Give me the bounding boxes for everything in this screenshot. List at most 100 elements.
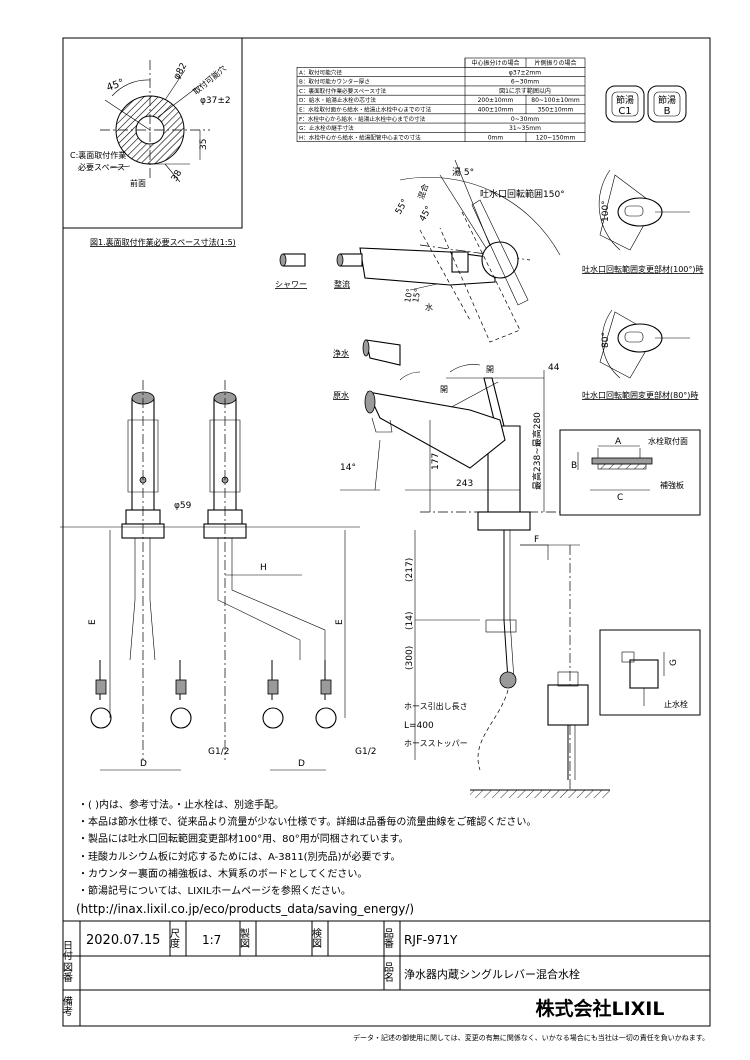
spec-row-value: 図1に示す範囲以内 <box>499 87 551 95</box>
dim-e-right: E <box>335 619 345 625</box>
spec-row-label: H：水栓中心から給水・給湯配管中心までの寸法 <box>299 133 421 141</box>
dim-44: 44 <box>548 363 560 373</box>
name-value: 浄水器内蔵シングルレバー混合水栓 <box>404 967 580 981</box>
dim-177: 177 <box>431 453 441 470</box>
scale-value: 1:7 <box>202 933 221 947</box>
front-label: 前面 <box>130 178 146 188</box>
dim-d-left: D <box>140 759 147 769</box>
side-view: 開 開 44 177 243 最高238~最高280 14° F (217) (… <box>333 363 580 771</box>
note-1: ・( )内は、参考寸法。・止水栓は、別途手配。 <box>78 798 284 811</box>
mount-b: B <box>571 461 577 471</box>
badge-b-top: 節湯 <box>658 94 676 106</box>
front-view-left <box>90 380 192 771</box>
spec-header-side: 片側振りの場合 <box>534 59 576 67</box>
spec-row-label: D：給水・給湯止水栓の芯寸法 <box>299 96 376 104</box>
mount-a: A <box>615 437 622 447</box>
rot-label: 吐水口回転範囲150° <box>480 188 565 200</box>
footer-disclaimer: データ・記述の御使用に関しては、変更の有無に関係なく、いかなる場合にも当社は一切… <box>353 1033 709 1042</box>
spec-row-label: G：止水栓の継手寸法 <box>299 124 354 132</box>
g-label-left: G1/2 <box>208 747 229 757</box>
fig80-caption: 吐水口回転範囲変更部材(80°)時 <box>582 390 698 400</box>
scale-label: 尺度 <box>168 928 180 949</box>
badge-b-main: B <box>664 106 671 117</box>
hose-len-1: ホース引出し長さ <box>404 701 468 711</box>
fig100-caption: 吐水口回転範囲変更部材(100°)時 <box>582 264 704 274</box>
angle-45-plan: 45° <box>418 205 435 224</box>
drawn-label: 製図 <box>238 927 250 948</box>
hose-stopper: ホースストッパー <box>404 739 468 748</box>
note-5: ・カウンター裏面の補強板は、木質系のボードとしてください。 <box>78 867 367 880</box>
spray-heads: シャワー 整流 浄水 <box>275 253 401 366</box>
date-label: 日付 <box>61 940 73 961</box>
under-sink <box>470 545 610 798</box>
space-figure: 45° φ82 取付可能穴 φ37±2 35 38 C:裏面取付作業 必要スペー… <box>62 37 243 247</box>
angle-14: 14° <box>340 463 356 473</box>
date-value: 2020.07.15 <box>86 933 160 948</box>
open-2: 開 <box>440 385 448 394</box>
dim-300: (300) <box>405 646 415 670</box>
spec-row-side-value: 120~150mm <box>536 134 576 141</box>
angle-100: 100° <box>601 200 611 222</box>
note-3: ・製品には吐水口回転範囲変更部材100°用、80°用が同梱されています。 <box>78 832 409 845</box>
hot-angle: 湯 5° <box>452 167 474 178</box>
spec-row-value: 31~35mm <box>509 125 541 132</box>
dim-e-left: E <box>88 619 98 625</box>
space-label-1: C:裏面取付作業 <box>70 150 126 160</box>
straight-label: 整流 <box>334 279 350 289</box>
front-view-right <box>60 380 360 771</box>
note-url: (http://inax.lixil.co.jp/eco/products_da… <box>76 902 414 916</box>
angle-10: 10° <box>403 288 414 304</box>
spec-row-side-value: 350±10mm <box>538 107 574 114</box>
note-6: ・節湯記号については、LIXILホームページを参照ください。 <box>78 884 351 897</box>
hole-label: 取付可能穴 <box>191 63 228 96</box>
spec-row-label: F：水栓中心から給水・給湯止水栓中心までの寸法 <box>299 115 426 123</box>
check-label: 検図 <box>310 927 322 948</box>
shower-label: シャワー <box>275 280 307 289</box>
space-label-2: 必要スペース <box>78 162 125 172</box>
dim-35: 35 <box>199 139 209 150</box>
valve-detail: G 止水栓 <box>599 629 701 716</box>
mount-c: C <box>617 493 623 503</box>
partno-label: 品番 <box>382 928 394 949</box>
valve-label: 止水栓 <box>664 699 688 709</box>
fig-80: 80° 吐水口回転範囲変更部材(80°)時 <box>582 309 698 400</box>
note-2: ・本品は節水仕様で、従来品より流量が少ない仕様です。詳細は品番毎の流量曲線をご確… <box>78 815 536 828</box>
angle-15: 15° <box>411 288 422 304</box>
dim-f: F <box>534 535 539 545</box>
spec-table: 中心振分けの場合 片側振りの場合 A：取付可能穴径 φ37±2mmB：取付可能カウンタ… <box>296 57 586 143</box>
spec-row-center-value: 200±10mm <box>478 97 514 104</box>
dim-d-right: D <box>298 759 305 769</box>
angle-55: 55° <box>394 198 411 217</box>
plan-view: 吐水口回転範囲150° 湯 5° 混合 55° 45° 10° 15° 水 <box>359 159 565 343</box>
badge-c1-main: C1 <box>618 106 631 117</box>
spec-row-label: E：水栓取付面から給水・給湯止水栓中心までの寸法 <box>299 106 432 114</box>
sheet-border <box>62 37 711 1027</box>
hose-len-2: L=400 <box>404 721 434 731</box>
spec-header-center: 中心振分けの場合 <box>471 59 519 67</box>
g-label-right: G1/2 <box>355 747 376 757</box>
angle-80: 80° <box>601 332 611 348</box>
dim-243: 243 <box>456 479 473 489</box>
drawing-no-label: 図番 <box>61 962 73 983</box>
spec-row-side-value: 80~100±10mm <box>531 97 580 104</box>
purified-label: 浄水 <box>333 348 349 358</box>
open-1: 開 <box>486 365 494 374</box>
water-saving-badge-c1: 節湯 C1 <box>605 85 645 123</box>
dia-37: φ37±2 <box>200 96 231 106</box>
water-label: 水 <box>425 302 433 312</box>
dia-82: φ82 <box>172 61 189 81</box>
mount-detail: A B C 水栓取付面 補強板 <box>559 429 701 516</box>
company-name: 株式会社LIXIL <box>535 997 664 1020</box>
spec-row-label: C：裏面取付作業必要スペース寸法 <box>299 87 387 95</box>
dia-59: φ59 <box>174 501 192 511</box>
spec-row-value: φ37±2mm <box>509 69 541 76</box>
remarks-label: 備考 <box>61 995 73 1017</box>
mount-surface: 水栓取付面 <box>648 436 688 446</box>
spec-row-center-value: 400±10mm <box>478 107 514 114</box>
dim-height: 最高238~最高280 <box>531 412 543 490</box>
spec-row-label: A：取付可能穴径 <box>299 68 342 76</box>
spec-row-value: 0~30mm <box>511 116 539 123</box>
space-caption: 図1.裏面取付作業必要スペース寸法(1:5) <box>90 237 236 247</box>
spec-row-label: B：取付可能カウンター厚さ <box>299 78 370 86</box>
